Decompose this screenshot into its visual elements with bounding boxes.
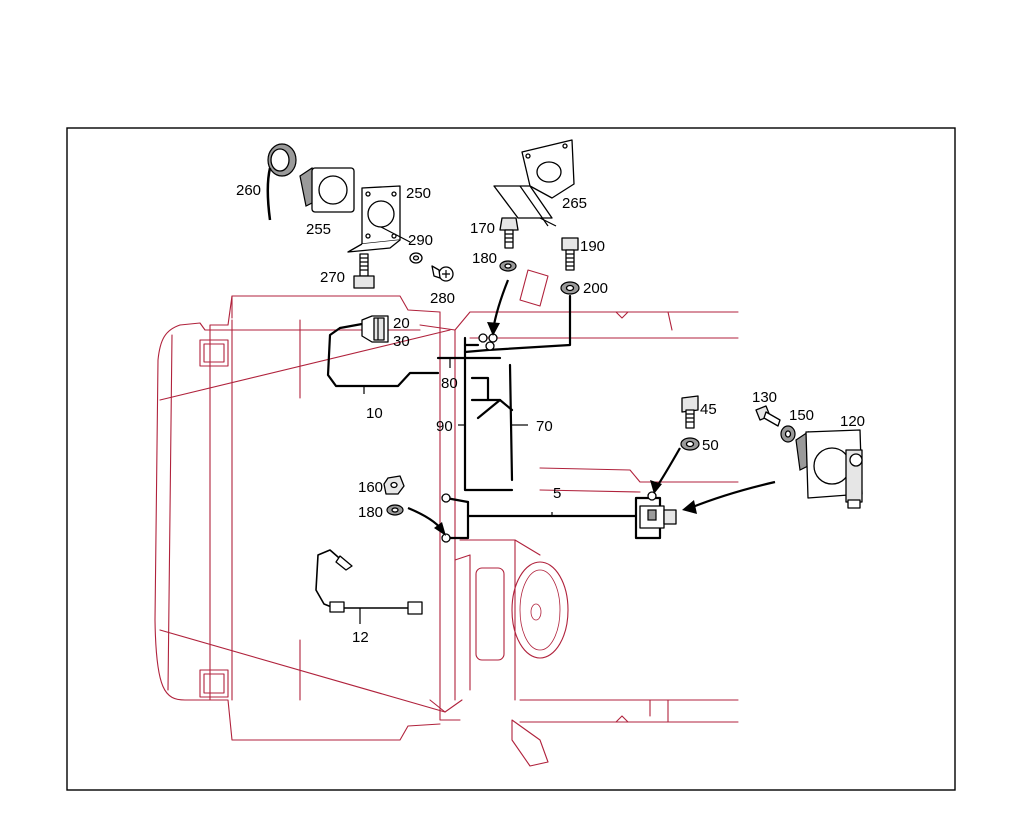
callout-260: 260 [236, 182, 261, 199]
callout-45: 45 [700, 401, 717, 418]
washer-50 [680, 437, 700, 451]
callout-250: 250 [406, 185, 431, 202]
callout-180-top: 180 [472, 250, 497, 267]
leader-lines [359, 358, 553, 624]
trailer-connector-housing [639, 505, 677, 529]
callout-90: 90 [436, 418, 453, 435]
callout-180-lower: 180 [358, 504, 383, 521]
bolt-270 [353, 253, 375, 289]
screw-130 [755, 405, 781, 427]
callout-labels: 260 255 250 290 270 280 265 170 180 190 … [236, 182, 865, 646]
callout-10: 10 [366, 405, 383, 422]
bolt-45 [681, 395, 699, 429]
socket-255 [299, 166, 355, 213]
washer-200 [560, 281, 580, 295]
callout-120: 120 [840, 413, 865, 430]
callout-5: 5 [553, 485, 561, 502]
bracket-265 [493, 139, 575, 227]
washer-290 [409, 252, 423, 264]
washer-180-top [499, 260, 517, 272]
bolt-190 [561, 237, 579, 271]
washer-150 [780, 425, 796, 443]
callout-12: 12 [352, 629, 369, 646]
callout-255: 255 [306, 221, 331, 238]
washer-180-lower [386, 504, 404, 516]
callout-265: 265 [562, 195, 587, 212]
callout-160: 160 [358, 479, 383, 496]
callout-150: 150 [789, 407, 814, 424]
callout-80: 80 [441, 375, 458, 392]
trailer-socket-120 [795, 429, 863, 509]
callout-290: 290 [408, 232, 433, 249]
callout-130: 130 [752, 389, 777, 406]
callout-280: 280 [430, 290, 455, 307]
callout-190: 190 [580, 238, 605, 255]
sensor-cable-12 [315, 549, 423, 615]
harness-5 [444, 496, 662, 540]
callout-50: 50 [702, 437, 719, 454]
bolt-170 [499, 217, 519, 249]
diagram-frame [66, 127, 956, 791]
callout-170: 170 [470, 220, 495, 237]
bracket-250 [347, 185, 411, 253]
assembly-arrows [407, 279, 776, 536]
screw-280 [431, 265, 454, 282]
callout-70: 70 [536, 418, 553, 435]
vehicle-outline [154, 269, 739, 767]
harness-70-80-90 [436, 294, 572, 492]
callout-200: 200 [583, 280, 608, 297]
harness-10 [326, 322, 440, 388]
nut-160 [383, 475, 405, 495]
callout-30: 30 [393, 333, 410, 350]
callout-20: 20 [393, 315, 410, 332]
cap-260 [266, 143, 297, 221]
connector-20-30 [361, 315, 389, 343]
ring-terminals [441, 333, 657, 543]
callout-270: 270 [320, 269, 345, 286]
